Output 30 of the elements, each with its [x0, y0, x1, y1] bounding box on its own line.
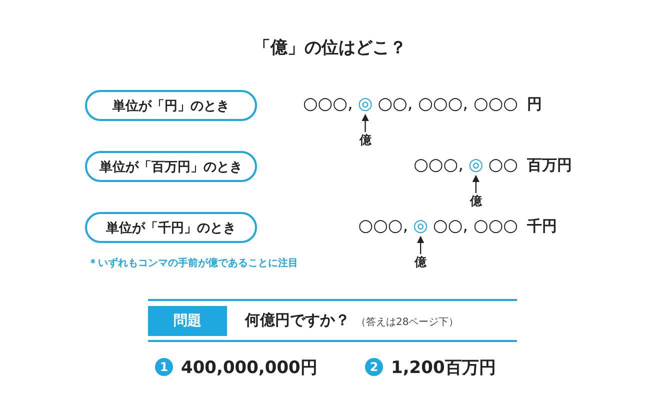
title: 「億」の位はどこ？: [252, 37, 408, 59]
digit-placeholders: ○○○,: [358, 216, 408, 236]
highlighted-digit: ◎: [358, 94, 373, 114]
highlighted-digit: ◎: [413, 216, 428, 236]
place-label: 億: [470, 193, 482, 210]
digit-placeholders: ○○, ○○○: [433, 216, 518, 236]
digit-placeholders: ○○○,: [414, 155, 464, 175]
place-label: 億: [414, 254, 427, 271]
digit-placeholders: ○○, ○○○, ○○○: [378, 94, 518, 114]
number-badge: 2: [365, 358, 383, 376]
place-label: 億: [359, 132, 372, 149]
answer-option: 400,000,000円: [181, 356, 318, 379]
digit-placeholders: ○○: [488, 155, 518, 175]
answer-note: （答えは28ページ下）: [356, 316, 459, 329]
heading-tag: 問題: [148, 306, 227, 336]
unit-label: 円: [527, 95, 542, 114]
unit-label: 百万円: [527, 156, 572, 175]
unit-pill: 単位が「百万円」のとき: [85, 151, 257, 182]
arrow: [362, 114, 369, 132]
arrow: [472, 174, 480, 193]
digit-placeholders: ○○○,: [302, 94, 353, 114]
unit-label: 千円: [527, 217, 557, 236]
unit-pill: 単位が「円」のとき: [85, 90, 257, 121]
question-text: 何億円ですか？: [245, 311, 350, 330]
answer-option: 1,200百万円: [391, 356, 496, 379]
number-badge: 1: [155, 358, 173, 376]
arrow: [417, 236, 424, 254]
footnote: ＊いずれもコンマの手前が億であることに注目: [88, 256, 298, 270]
unit-pill: 単位が「千円」のとき: [85, 212, 257, 243]
highlighted-digit: ◎: [468, 155, 484, 175]
